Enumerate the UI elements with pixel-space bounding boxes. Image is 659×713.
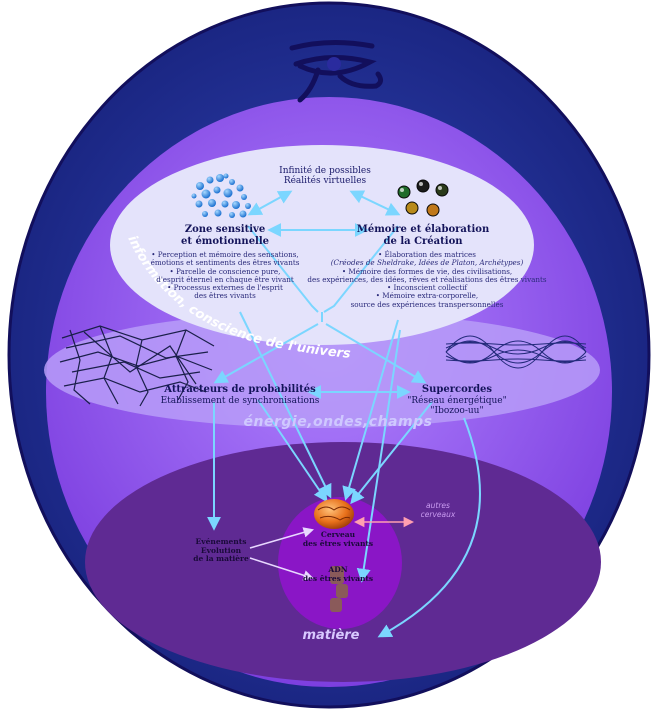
zone-sensitive-list: • Perception et mémoire des sensations, … [136, 250, 314, 301]
information-ellipse [110, 145, 534, 345]
eye-pupil-icon [327, 57, 341, 71]
evenements-line1: Evénements [195, 537, 247, 546]
network-mesh-icon [59, 325, 215, 407]
supercord-wave-icon [445, 335, 587, 369]
matter-label: matière [302, 628, 360, 643]
supercordes-line2: "Ibozoo-uu" [430, 405, 484, 416]
memoire-list: • Élaboration des matrices (Créodes de S… [296, 250, 558, 309]
zone-item: • Parcelle de conscience pure, [169, 266, 281, 276]
dna-icon [330, 566, 348, 612]
supercordes-title: Supercordes [421, 384, 493, 395]
cerveau-line2: des êtres vivants [302, 538, 374, 548]
possibles-line2: Réalités virtuelles [283, 176, 367, 187]
memoire-title-line1: Mémoire et élaboration [356, 224, 490, 235]
autres-line2: cerveaux [420, 509, 456, 519]
zone-title-line1: Zone sensitive [184, 224, 266, 235]
memoire-title-line2: de la Création [383, 235, 463, 247]
arrow-branch-left [213, 323, 319, 384]
zone-item: • Perception et mémoire des sensations, [151, 250, 299, 259]
memoire-item: (Créodes de Sheldrake, Idées de Platon, … [330, 258, 524, 268]
zone-title-line2: et émotionnelle [180, 235, 270, 247]
evenements-line3: de la matière [193, 554, 249, 564]
evenements-text: Evénements Evolution de la matière [176, 537, 266, 564]
supercordes-line1: "Réseau énergétique" [407, 395, 507, 406]
memoire-item: des expériences, des idées, rêves et réa… [307, 274, 547, 284]
cerveau-text: Cerveau des êtres vivants [290, 530, 386, 548]
arrow-supercordes-cerveau [350, 401, 433, 505]
autres-cerveaux-text: autres cerveaux [408, 501, 468, 519]
arrow-memoire-cerveau [342, 319, 399, 501]
adn-line1: ADN [328, 565, 348, 574]
supercordes-text: Supercordes "Réseau énergétique" "Ibozoo… [392, 384, 522, 416]
memoire-item: • Mémoire des formes de vie, des civilis… [341, 266, 513, 276]
memoire-item: source des expériences transpersonnelles [350, 299, 504, 309]
memoire-item: • Inconscient collectif [386, 283, 468, 293]
zone-item: • Processus externes de l'esprit [167, 283, 283, 293]
adn-line2: des êtres vivants [302, 573, 374, 583]
energy-band [44, 312, 600, 428]
arrows [207, 190, 481, 638]
evenements-line2: Evolution [200, 545, 242, 555]
arrow-branch-right [325, 323, 427, 384]
memoire-item: • Élaboration des matrices [378, 250, 476, 259]
attracteurs-title: Attracteurs de probabilités [164, 384, 316, 395]
memoire-title: Mémoire et élaboration de la Création [348, 224, 498, 247]
zone-item: des êtres vivants [194, 291, 256, 301]
arrow-supercordes-matiere [377, 417, 481, 638]
arrow-possibles-right [349, 190, 401, 216]
zone-item: émotions et sentiments des êtres vivants [150, 258, 300, 268]
zone-item: d'esprit éternel en chaque être vivant [156, 274, 294, 284]
arrow-possibles-left [247, 190, 293, 216]
connector-lines [247, 225, 399, 322]
autres-line1: autres [426, 501, 450, 510]
inner-arrows [249, 527, 315, 581]
arrow-zone-cerveau [239, 311, 332, 499]
adn-text: ADN des êtres vivants [290, 565, 386, 583]
arrow-attracteurs-cerveau [257, 399, 328, 503]
zone-sensitive-title: Zone sensitive et émotionnelle [150, 224, 300, 247]
attracteurs-text: Attracteurs de probabilités Etablissemen… [150, 384, 330, 406]
possibles-text: Infinité de possibles Réalités virtuelle… [262, 166, 388, 187]
cerveau-line1: Cerveau [320, 530, 356, 539]
attracteurs-subtitle: Etablissement de synchronisations [160, 395, 320, 406]
memoire-item: • Mémoire extra-corporelle, [375, 291, 479, 301]
eye-of-horus-icon [289, 39, 384, 103]
energy-label: énergie,ondes,champs [243, 414, 433, 430]
brain-icon [314, 499, 354, 529]
arrow-memoire-adn [356, 329, 401, 583]
possibles-line1: Infinité de possibles [279, 166, 371, 176]
